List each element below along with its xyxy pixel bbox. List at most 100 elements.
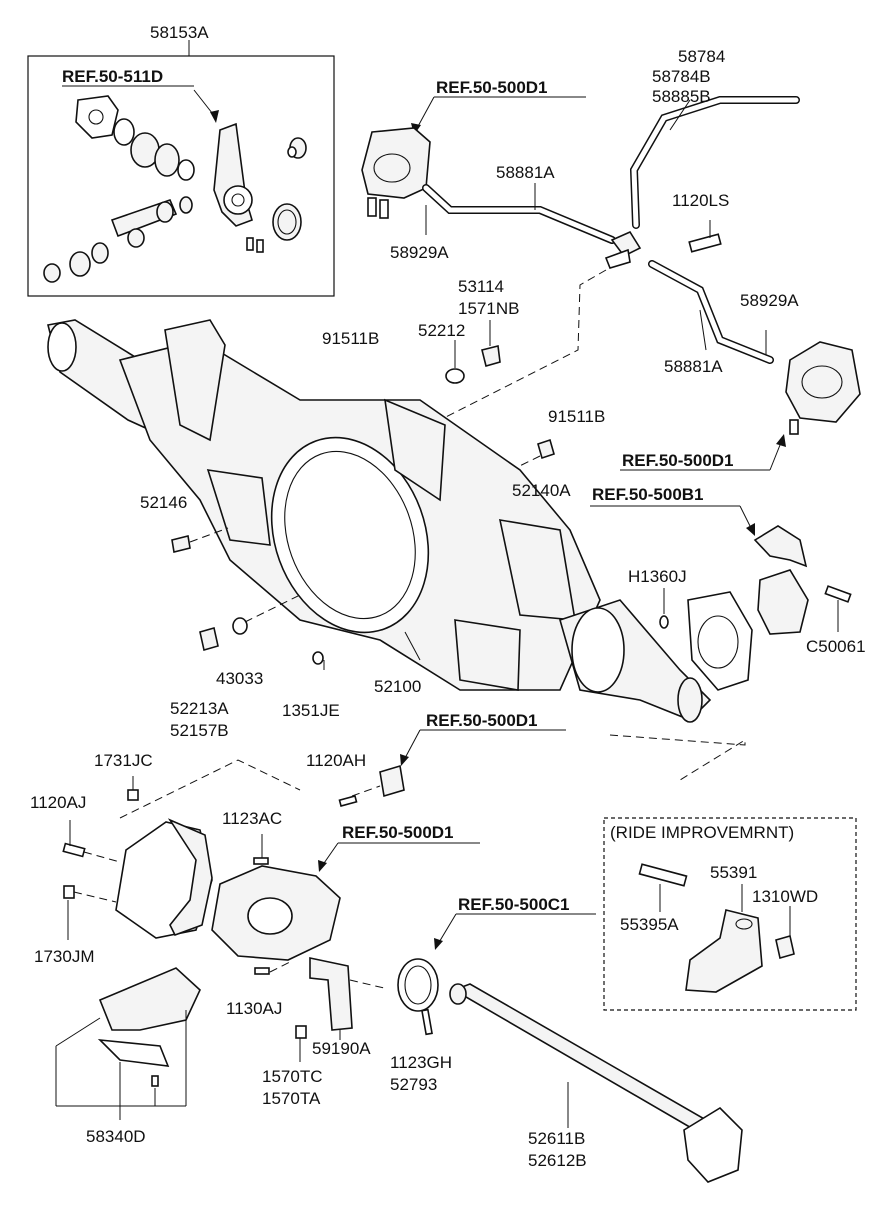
plug-53114-part bbox=[481, 345, 501, 367]
bolt-1120AH-part bbox=[338, 795, 358, 807]
stop-block-group bbox=[338, 729, 566, 807]
label-58881A-upper: 58881A bbox=[496, 163, 555, 182]
ref-50-500D1-mid[interactable]: REF.50-500D1 bbox=[426, 711, 538, 730]
ref-50-500D1-low[interactable]: REF.50-500D1 bbox=[342, 823, 454, 842]
ref-50-511D[interactable]: REF.50-511D bbox=[62, 67, 163, 86]
label-1120AJ: 1120AJ bbox=[30, 793, 86, 812]
vent-52140A-part bbox=[537, 438, 555, 460]
label-1130AJ: 1130AJ bbox=[226, 999, 282, 1018]
bolt-1123AC-part bbox=[253, 857, 269, 865]
plug-1351JE-part bbox=[312, 651, 324, 665]
washer-52212-part bbox=[445, 368, 465, 384]
axle-shaft-group bbox=[397, 913, 743, 1183]
label-1570TA: 1570TA bbox=[262, 1089, 321, 1108]
tone-ring-part bbox=[397, 958, 439, 1012]
label-58784: 58784 bbox=[678, 47, 725, 66]
left-lower-bracket-part bbox=[206, 469, 271, 546]
label-52140A: 52140A bbox=[512, 481, 571, 500]
label-1123GH: 1123GH bbox=[390, 1053, 452, 1072]
ride-improvement-title: (RIDE IMPROVEMRNT) bbox=[610, 823, 794, 842]
clip-H1360J-part bbox=[659, 615, 669, 629]
label-H1360J: H1360J bbox=[628, 567, 687, 586]
axle-spline-end-part bbox=[677, 677, 703, 723]
brake-shoe-part bbox=[167, 818, 213, 936]
label-52793: 52793 bbox=[390, 1075, 437, 1094]
label-C50061: C50061 bbox=[806, 637, 866, 656]
hub-flange-part bbox=[687, 591, 753, 691]
label-53114: 53114 bbox=[458, 277, 504, 296]
label-52212: 52212 bbox=[418, 321, 465, 340]
breather-fittings-group bbox=[439, 320, 555, 506]
kit-box-outline bbox=[27, 55, 335, 297]
bearing-cap-lower-part bbox=[757, 569, 809, 635]
bolt-1123GH-part bbox=[421, 1008, 433, 1036]
right-lower-bracket-part bbox=[454, 619, 521, 691]
label-58885B: 58885B bbox=[652, 87, 711, 106]
plug-1730JM-part bbox=[63, 885, 75, 899]
brake-hoses-group bbox=[422, 96, 800, 421]
label-1123AC: 1123AC bbox=[222, 809, 282, 828]
bracket-59190A-part bbox=[309, 957, 353, 1031]
ride-improvement-group bbox=[603, 817, 857, 1011]
label-1730JM: 1730JM bbox=[34, 947, 94, 966]
ref-50-500D1-top[interactable]: REF.50-500D1 bbox=[436, 78, 548, 97]
label-58340D: 58340D bbox=[86, 1127, 146, 1146]
label-52611B: 52611B bbox=[528, 1129, 585, 1148]
label-52100: 52100 bbox=[374, 677, 421, 696]
label-1571NB: 1571NB bbox=[458, 299, 519, 318]
brake-lining-part bbox=[98, 967, 201, 1031]
differential-opening-ring bbox=[270, 436, 430, 634]
label-59190A: 59190A bbox=[312, 1039, 371, 1058]
brake-chamber-left-part bbox=[361, 127, 431, 199]
bellows-part bbox=[272, 203, 302, 241]
left-spring-seat-part bbox=[164, 319, 226, 442]
label-1731JC: 1731JC bbox=[94, 751, 153, 770]
slack-adjuster-kit-group bbox=[27, 40, 335, 297]
ref-50-500D1-right[interactable]: REF.50-500D1 bbox=[622, 451, 734, 470]
anchor-plate-group bbox=[211, 834, 480, 1062]
label-1351JE: 1351JE bbox=[282, 701, 340, 720]
bracket-55391-part bbox=[685, 909, 763, 993]
ref-50-500B1[interactable]: REF.50-500B1 bbox=[592, 485, 704, 504]
brake-backing-group bbox=[62, 759, 301, 940]
label-52157B: 52157B bbox=[170, 721, 229, 740]
plug-1731JC-part bbox=[127, 789, 139, 801]
label-58929A-left: 58929A bbox=[390, 243, 449, 262]
label-52612B: 52612B bbox=[528, 1151, 587, 1170]
label-91511B-lower: 91511B bbox=[548, 407, 605, 426]
label-1120AH: 1120AH bbox=[306, 751, 366, 770]
label-55395A: 55395A bbox=[620, 915, 679, 934]
labels: 58153A REF.50-511D REF.50-500D1 58784 58… bbox=[30, 23, 866, 1170]
label-58784B: 58784B bbox=[652, 67, 711, 86]
label-1570TC: 1570TC bbox=[262, 1067, 322, 1086]
label-1310WD: 1310WD bbox=[752, 887, 818, 906]
bearing-cap-group bbox=[590, 505, 852, 691]
label-1120LS: 1120LS bbox=[672, 191, 729, 210]
axle-shaft-part bbox=[452, 983, 722, 1142]
bolt-55395A-part bbox=[638, 863, 688, 887]
plug-52213A-part bbox=[199, 626, 219, 652]
ride-improvement-box bbox=[603, 817, 857, 1011]
label-43033: 43033 bbox=[216, 669, 263, 688]
stop-block-part bbox=[379, 764, 405, 798]
ref-50-500C1[interactable]: REF.50-500C1 bbox=[458, 895, 570, 914]
bearing-cap-upper-part bbox=[753, 525, 808, 568]
nut-1310WD-part bbox=[775, 934, 795, 960]
label-91511B-upper: 91511B bbox=[322, 329, 379, 348]
label-55391: 55391 bbox=[710, 863, 757, 882]
hose-connector-part bbox=[610, 230, 642, 258]
label-52213A: 52213A bbox=[170, 699, 229, 718]
label-58881A-lower: 58881A bbox=[664, 357, 723, 376]
washer-43033-part bbox=[232, 617, 248, 635]
bolt-1120AJ-part bbox=[62, 842, 86, 858]
label-58929A-right: 58929A bbox=[740, 291, 799, 310]
brake-shoe-kit-group bbox=[55, 967, 201, 1120]
axle-shaft-flange-part bbox=[683, 1106, 743, 1183]
gasket-plate-part bbox=[75, 95, 119, 139]
center-bracket-part bbox=[384, 398, 446, 502]
shoe-plate-part bbox=[97, 1038, 170, 1067]
plug-52146-part bbox=[171, 535, 191, 553]
bolt-C50061-part bbox=[824, 585, 852, 603]
nut-1570TC-part bbox=[295, 1025, 307, 1039]
